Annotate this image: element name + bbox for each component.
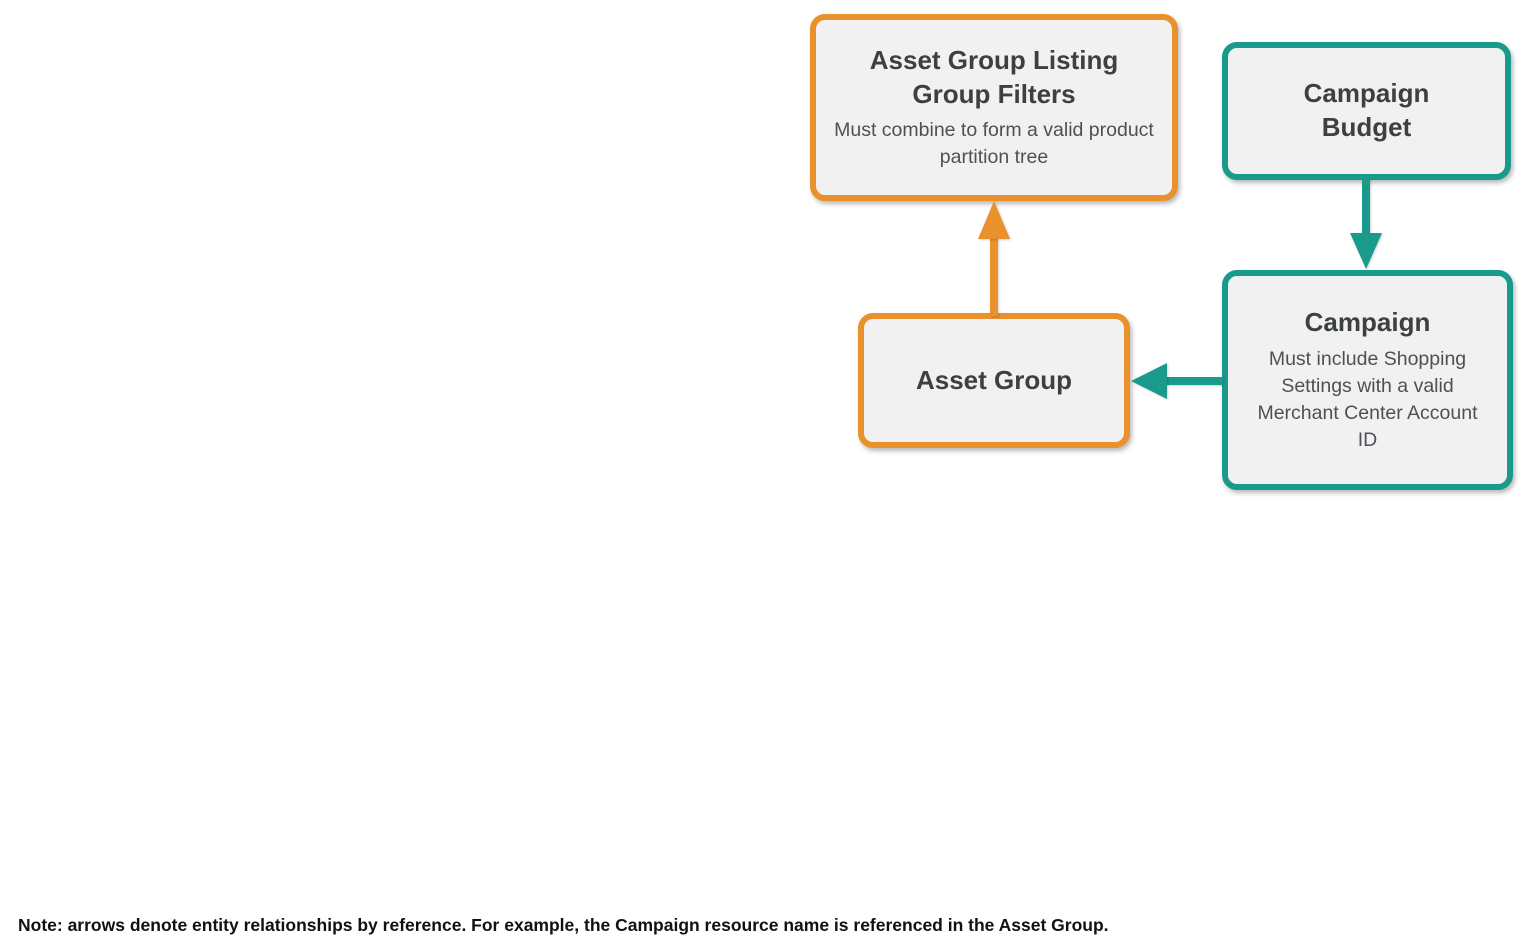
arrow-campaign-to-asset-group-shaft — [1165, 377, 1223, 385]
node-asset-group: Asset Group — [858, 313, 1130, 448]
arrow-left-icon — [1131, 363, 1167, 399]
node-title: Campaign Budget — [1303, 78, 1430, 142]
arrow-up-icon — [978, 201, 1010, 239]
arrow-campaign-budget-to-campaign-shaft — [1362, 179, 1370, 235]
node-campaign-budget: Campaign Budget — [1222, 42, 1511, 180]
node-subtitle: Must include Shopping Settings with a va… — [1257, 348, 1478, 451]
node-title: Asset Group — [915, 364, 1073, 395]
footnote: Note: arrows denote entity relationships… — [18, 915, 1109, 935]
node-subtitle: Must combine to form a valid product par… — [834, 119, 1154, 169]
node-asset-group-listing-group-filters: Asset Group Listing Group Filters Must c… — [810, 14, 1178, 201]
arrow-asset-group-to-listing-filters-shaft — [990, 236, 998, 316]
node-title: Asset Group Listing Group Filters — [869, 44, 1119, 109]
node-title: Campaign — [1304, 307, 1431, 338]
node-campaign: Campaign Must include Shopping Settings … — [1222, 270, 1513, 490]
arrow-down-icon — [1350, 233, 1382, 269]
